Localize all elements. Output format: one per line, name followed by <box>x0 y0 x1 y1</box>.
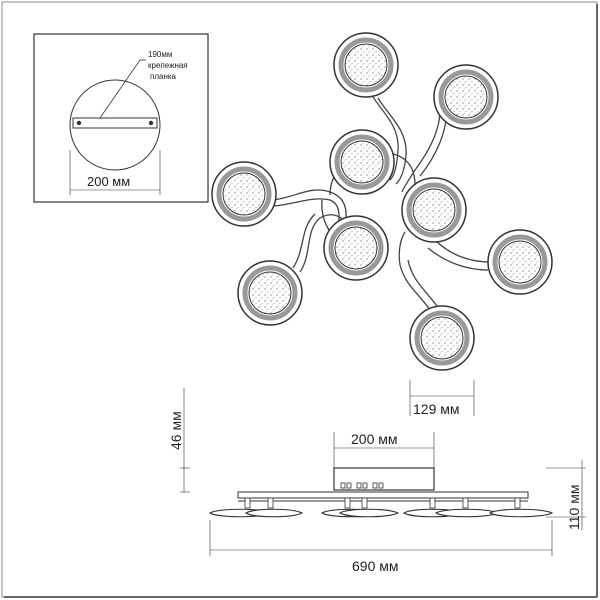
mounting-bracket <box>72 117 158 129</box>
side-shades <box>208 508 554 518</box>
shade-7 <box>487 229 553 295</box>
shade-1 <box>333 32 399 98</box>
base-height-label: 46 мм <box>168 411 184 450</box>
bracket-label-word-2: планка <box>150 72 177 81</box>
inset-mounting-base: 190мм крепежная планка 200 мм <box>33 33 209 203</box>
bracket-hole-right <box>148 120 154 126</box>
shade-9 <box>409 305 475 371</box>
arm-4 <box>299 214 346 273</box>
arm-3 <box>271 189 347 226</box>
plan-view-shades <box>211 32 553 371</box>
base-width-label: 200 мм <box>351 431 398 447</box>
arm-6 <box>398 231 431 311</box>
shade-5 <box>401 177 467 243</box>
bracket-label-size: 190мм <box>148 50 172 59</box>
shade-diameter-dimension: 129 мм <box>409 380 475 417</box>
shade-6 <box>323 215 389 281</box>
shade-2 <box>433 64 499 130</box>
side-base-box <box>333 467 435 491</box>
side-posts <box>244 497 521 509</box>
side-total-width-dimension: 690 мм <box>209 520 553 574</box>
side-base-width-dimension: 200 мм <box>333 431 435 468</box>
arm-2 <box>401 109 441 193</box>
side-frame-bar <box>237 491 529 499</box>
bracket-hole-left <box>76 120 82 126</box>
base-diameter-label: 200 мм <box>87 174 130 189</box>
shade-diameter-label: 129 мм <box>413 401 460 417</box>
arm-1 <box>371 94 399 181</box>
shade-3 <box>329 129 395 195</box>
shade-4 <box>211 161 277 227</box>
side-total-height-dimension: 110 мм <box>546 460 586 530</box>
side-base-terminals <box>340 482 384 489</box>
bracket-label-word-1: крепежная <box>148 61 188 70</box>
side-base-height-dimension: 46 мм <box>168 388 190 493</box>
bracket-leader-line <box>99 59 141 119</box>
side-view <box>208 467 554 518</box>
total-height-label: 110 мм <box>566 485 582 530</box>
shade-8 <box>237 260 303 326</box>
total-width-label: 690 мм <box>352 558 399 574</box>
